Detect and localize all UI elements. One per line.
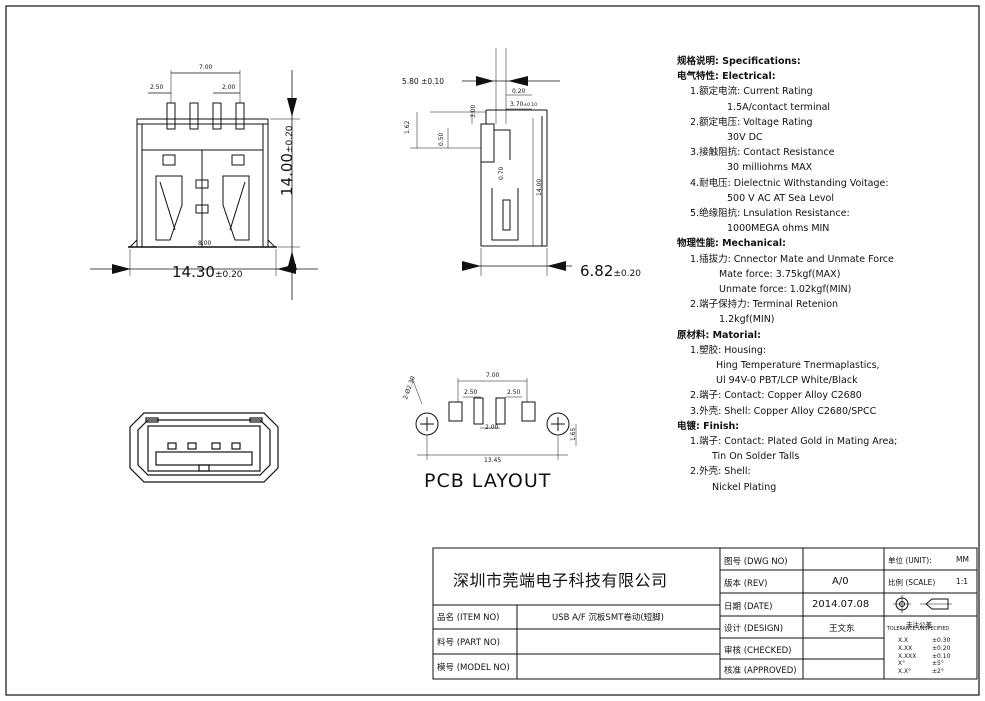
checked-label: 审核 (CHECKED) xyxy=(724,646,792,656)
model-no-label: 模号 (MODEL NO) xyxy=(437,663,510,673)
design-value: 王文东 xyxy=(829,624,855,634)
dim-side-020: 0.20 xyxy=(512,88,526,95)
date-label: 日期 (DATE) xyxy=(724,602,773,612)
sheet-border xyxy=(5,5,980,696)
dim-side-300: 3.00 xyxy=(470,104,477,118)
rev-label: 版本 (REV) xyxy=(724,579,768,589)
dim-side-depth: 6.82±0.20 xyxy=(580,262,641,280)
spec-line: 1.塑胶: Housing: xyxy=(690,344,767,356)
dim-side-370-tol: ±0.10 xyxy=(523,103,538,108)
dim-front-height-tol: ±0.20 xyxy=(285,125,295,154)
spec-line: 3.外壳: Shell: Copper Alloy C2680/SPCC xyxy=(690,405,877,417)
item-no-value: USB A/F 沉板SMT卷动(短脚) xyxy=(552,613,664,623)
unit-value: MM xyxy=(956,555,969,564)
dwg-no-label: 图号 (DWG NO) xyxy=(724,557,788,567)
dim-side-050: 0.50 xyxy=(438,132,445,146)
tolerance-value: ±2° xyxy=(932,668,944,676)
tolerance-value: ±0.10 xyxy=(932,652,951,660)
dim-side-580: 5.80 ±0.10 xyxy=(402,77,445,86)
spec-line: 1.2kgf(MIN) xyxy=(719,314,775,326)
item-no-label: 品名 (ITEM NO) xyxy=(437,613,500,623)
spec-line: 2.端子: Contact: Copper Alloy C2680 xyxy=(690,390,862,402)
spec-line: Ul 94V-0 PBT/LCP White/Black xyxy=(716,375,858,387)
dim-side-depth-value: 6.82 xyxy=(580,262,614,280)
dim-side-070: 0.70 xyxy=(498,166,505,180)
dim-front-700: 7.00 xyxy=(199,64,213,71)
dim-pcb-700: 7.00 xyxy=(486,372,500,379)
scale-label: 比例 (SCALE) xyxy=(888,578,936,587)
dim-pcb-1345: 13.45 xyxy=(484,457,502,464)
spec-line: 1.5A/contact terminal xyxy=(727,101,831,113)
tolerance-value: ±5° xyxy=(932,660,944,668)
spec-line: 1000MEGA ohms MIN xyxy=(727,223,830,235)
dim-front-800: 8.00 xyxy=(198,240,212,247)
tolerance-title-cn: 未注公差 xyxy=(906,621,932,629)
dim-front-height: 14.00±0.20 xyxy=(278,125,296,196)
spec-line: 30 milliohms MAX xyxy=(727,162,813,174)
dim-side-162: 1.62 xyxy=(404,120,411,134)
part-no-label: 料号 (PART NO) xyxy=(437,638,500,648)
pcb-layout xyxy=(411,377,577,460)
spec-line: 5.绝缘阻抗: Lnsulation Resistance: xyxy=(690,208,850,219)
spec-line: 规格说明: Specifications: xyxy=(677,56,801,67)
dim-front-width-tol: ±0.20 xyxy=(214,270,243,280)
side-view xyxy=(410,48,572,276)
spec-line: 2.额定电压: Voltage Rating xyxy=(690,116,813,128)
spec-line: Unmate force: 1.02kgf(MIN) xyxy=(719,284,852,295)
dim-side-370: 3.70±0.10 xyxy=(510,101,537,108)
dim-pcb-250a: 2.50 xyxy=(464,389,478,396)
front-view xyxy=(90,70,318,300)
spec-line: 1.插拔力: Cnnector Mate and Unmate Force xyxy=(690,253,894,265)
dim-front-200: 2.00 xyxy=(222,84,236,91)
tolerance-key: X.XX xyxy=(898,644,913,652)
dim-front-width-value: 14.30 xyxy=(172,263,215,281)
spec-line: Hing Temperature Tnermaplastics, xyxy=(716,360,880,371)
spec-line: 3.接触阻抗: Contact Resistance xyxy=(690,147,835,159)
spec-line: 4.耐电压: Dielectnic Withstanding Voitage: xyxy=(690,177,889,189)
spec-line: 电气特性: Electrical: xyxy=(677,71,776,83)
dim-pcb-165: 1.65 xyxy=(570,427,577,441)
tolerance-key: X.XXX xyxy=(898,652,917,660)
tolerance-title-en: TOLERANCE UNSPECIFIED xyxy=(887,627,950,632)
spec-line: 30V DC xyxy=(727,132,763,143)
spec-line: 1.端子: Contact: Plated Gold in Mating Are… xyxy=(690,436,898,447)
design-label: 设计 (DESIGN) xyxy=(724,624,784,634)
dim-front-height-value: 14.00 xyxy=(278,153,296,196)
spec-line: 2.端子保持力: Terminal Retenion xyxy=(690,299,839,311)
port-view xyxy=(129,412,279,483)
spec-line: 原材料: Matorial: xyxy=(677,329,761,341)
scale-value: 1:1 xyxy=(956,577,969,586)
title-block xyxy=(432,547,978,680)
dim-front-250: 2.50 xyxy=(150,84,164,91)
spec-line: 电镀: Finish: xyxy=(677,420,740,432)
tolerance-key: X° xyxy=(898,660,906,668)
pcb-layout-title: PCB LAYOUT xyxy=(424,470,552,492)
dim-front-width: 14.30±0.20 xyxy=(172,263,243,281)
rev-value: A/0 xyxy=(832,576,849,587)
spec-line: 物理性能: Mechanical: xyxy=(677,238,786,250)
tolerance-value: ±0.30 xyxy=(932,637,951,644)
spec-line: 500 V AC AT Sea Levol xyxy=(727,192,835,204)
dim-side-depth-tol: ±0.20 xyxy=(613,269,641,279)
approved-label: 核准 (APPROVED) xyxy=(724,666,797,676)
spec-line: Mate force: 3.75kgf(MAX) xyxy=(719,268,841,280)
unit-label: 单位 (UNIT): xyxy=(888,556,932,565)
spec-line: Tin On Solder Talls xyxy=(712,451,800,463)
dim-side-370-value: 3.70 xyxy=(510,101,524,108)
spec-line: Nickel Plating xyxy=(712,481,777,493)
date-value: 2014.07.08 xyxy=(812,599,870,610)
dim-pcb-200: 2.00 xyxy=(485,424,499,431)
company-name: 深圳市莞端电子科技有限公司 xyxy=(453,571,668,590)
tolerance-key: X.X xyxy=(898,637,909,644)
dim-side-1400: 14.00 xyxy=(536,178,543,196)
tolerance-value: ±0.20 xyxy=(932,644,951,652)
spec-line: 2.外壳: Shell: xyxy=(690,466,751,478)
spec-line: 1.额定电流: Current Rating xyxy=(690,86,813,98)
dim-pcb-250b: 2.50 xyxy=(507,389,521,396)
tolerance-key: X.X° xyxy=(898,668,912,676)
